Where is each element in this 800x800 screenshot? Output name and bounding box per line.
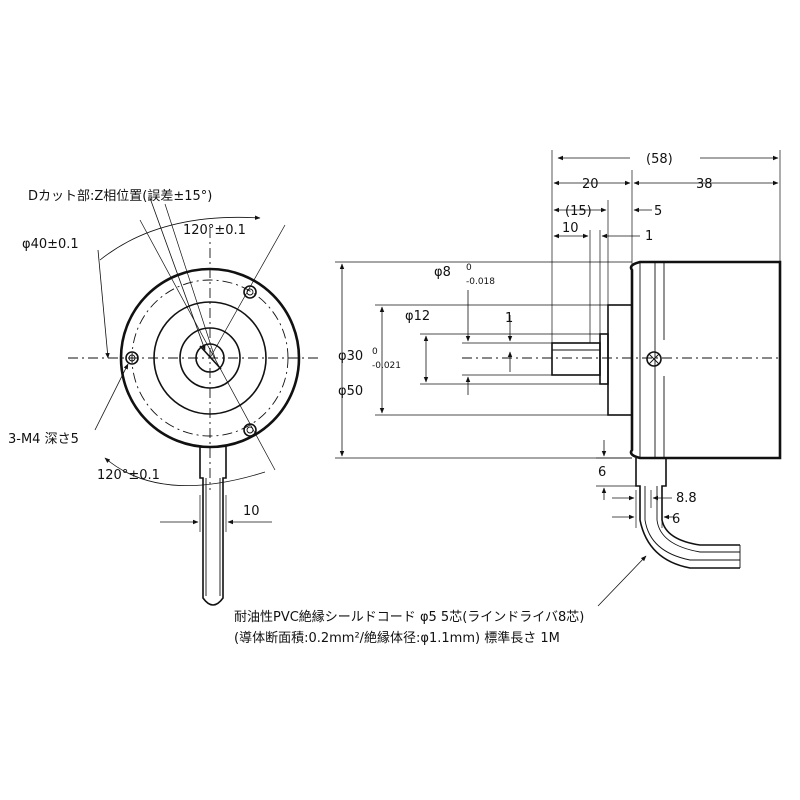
mount-hole-bottom-right bbox=[243, 423, 257, 437]
cable-note-line1: 耐油性PVC絶縁シールドコード φ5 5芯(ラインドライバ8芯) bbox=[234, 609, 584, 625]
angle-top-label: 120°±0.1 bbox=[183, 223, 246, 238]
front-cable bbox=[199, 446, 227, 606]
side-view: (58) 20 38 (15) 5 10 1 φ8 0 -0.018 φ12 1… bbox=[335, 150, 782, 607]
cable-offset-label: 6 bbox=[598, 465, 606, 480]
mount-hole-top-right bbox=[243, 285, 257, 299]
shaft-circle bbox=[195, 343, 225, 373]
dia40-label: φ40±0.1 bbox=[22, 237, 79, 252]
side-screw bbox=[646, 351, 662, 367]
boss-circle bbox=[179, 327, 241, 389]
shaft-length-label: 20 bbox=[582, 177, 599, 192]
mount-hole-left bbox=[125, 351, 139, 365]
d-cut-label: Dカット部:Z相位置(誤差±15°) bbox=[28, 188, 212, 204]
spigot-tol-upper: 0 bbox=[372, 347, 378, 357]
flange-offset-label: (15) bbox=[565, 204, 592, 219]
shaft-dia-label: φ8 bbox=[434, 265, 451, 280]
flange-thickness-label: 5 bbox=[654, 204, 662, 219]
shaft-tol-lower: -0.018 bbox=[466, 277, 495, 287]
overall-length-label: (58) bbox=[646, 152, 673, 167]
body-length-label: 38 bbox=[696, 177, 713, 192]
cable-note: 耐油性PVC絶縁シールドコード φ5 5芯(ラインドライバ8芯) (導体断面積:… bbox=[234, 609, 584, 646]
body-dia-label: φ50 bbox=[338, 384, 363, 399]
side-boss bbox=[599, 333, 609, 385]
spigot-circle bbox=[153, 301, 267, 415]
body-outline-circle bbox=[119, 267, 301, 449]
tap-label: 3-M4 深さ5 bbox=[8, 432, 79, 447]
cable-dia-label: 6 bbox=[672, 512, 680, 527]
cable-center-label: 8.8 bbox=[676, 491, 697, 506]
spigot-dia-label: φ30 bbox=[338, 349, 363, 364]
side-body bbox=[629, 260, 782, 460]
angle-bottom-label: 120°±0.1 bbox=[97, 468, 160, 483]
cable-dim-label: 10 bbox=[243, 504, 260, 519]
boss-dia-label: φ12 bbox=[405, 309, 430, 324]
bolt-circle bbox=[131, 279, 289, 437]
spigot-tol-lower: -0.021 bbox=[372, 361, 401, 371]
d-cut-length-label: 10 bbox=[562, 221, 579, 236]
shaft-tol-upper: 0 bbox=[466, 263, 472, 273]
side-cable bbox=[635, 458, 740, 569]
cable-note-line2: (導体断面積:0.2mm²/絶縁体径:φ1.1mm) 標準長さ 1M bbox=[234, 630, 560, 646]
step-1-label: 1 bbox=[645, 229, 653, 244]
side-spigot bbox=[607, 304, 633, 416]
side-shaft bbox=[551, 342, 601, 376]
front-view: Dカット部:Z相位置(誤差±15°) φ40±0.1 120°±0.1 3-M4… bbox=[8, 188, 318, 606]
d-cut-depth-label: 1 bbox=[505, 311, 513, 326]
